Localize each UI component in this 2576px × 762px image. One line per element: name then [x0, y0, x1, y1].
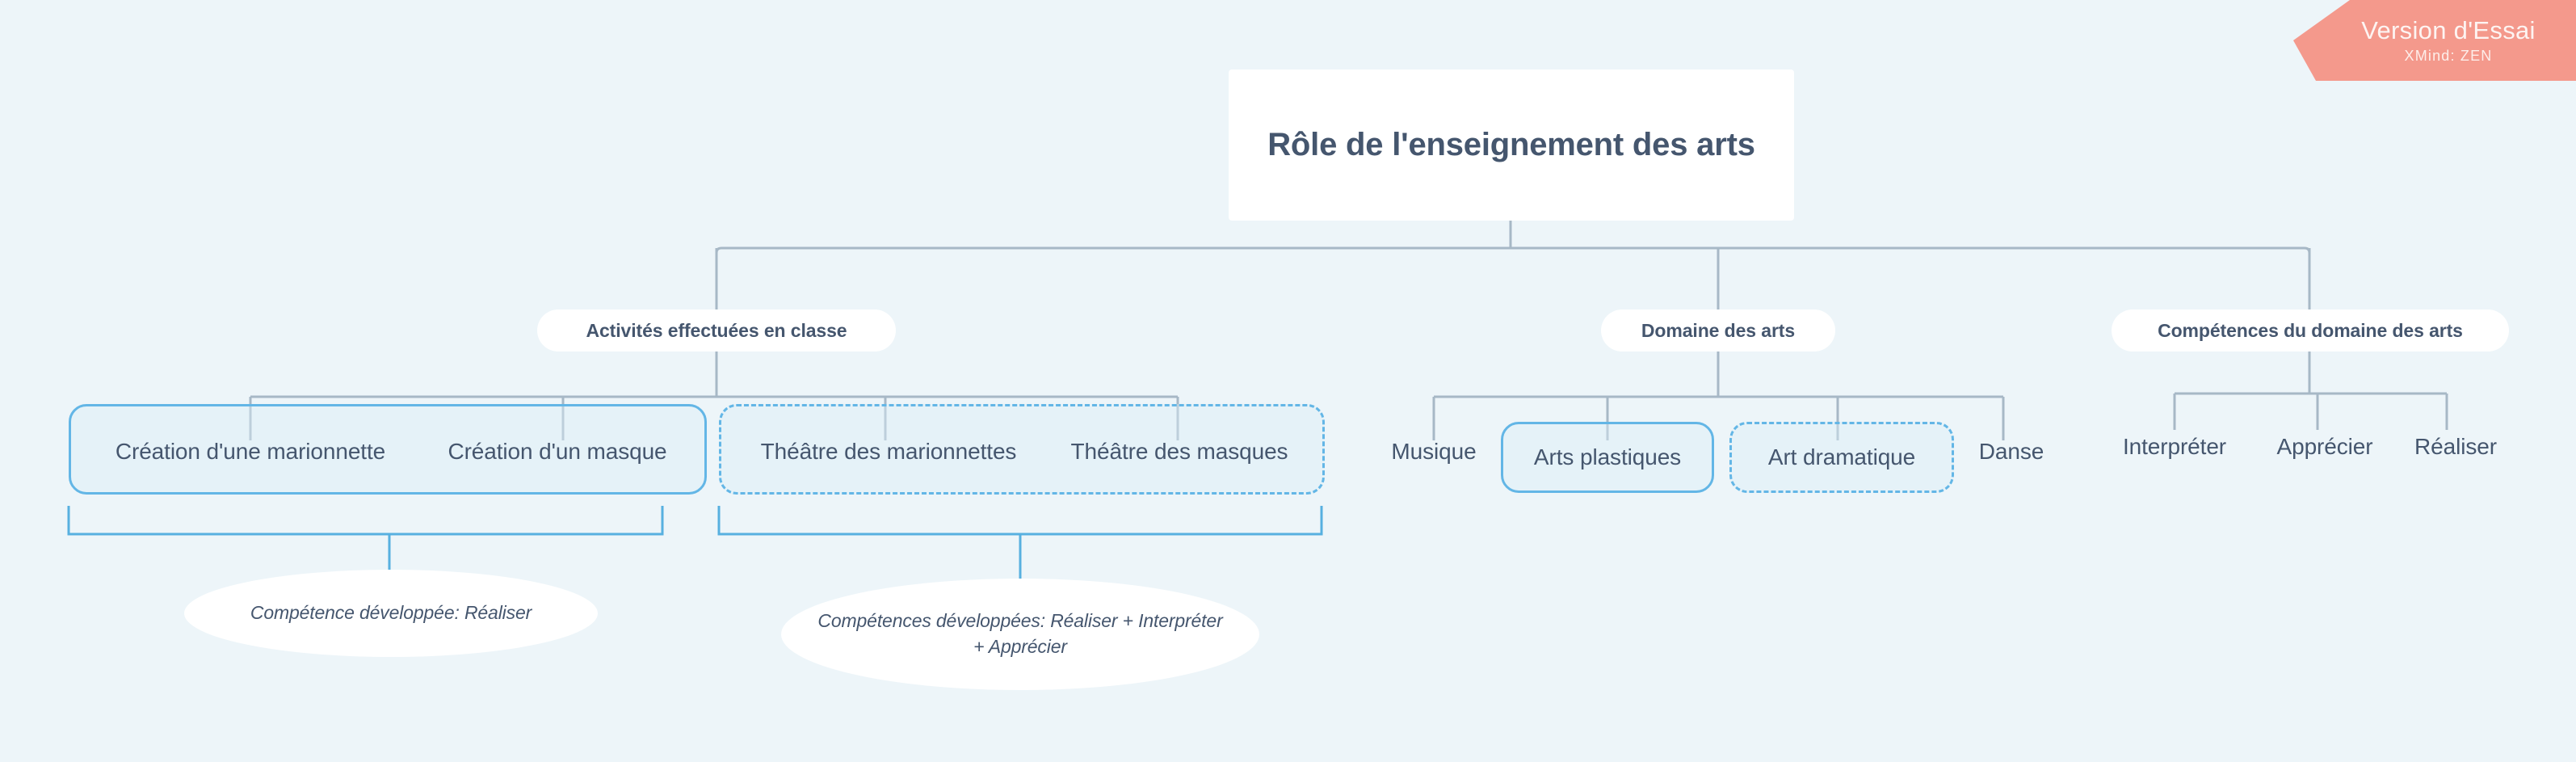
leaf-node-creation-marionnette-label: Création d'une marionnette: [115, 439, 386, 464]
branch-node-competences[interactable]: Compétences du domaine des arts: [2112, 309, 2509, 352]
leaf-node-theatre-marionnettes[interactable]: Théâtre des marionnettes: [735, 434, 1042, 469]
leaf-node-danse[interactable]: Danse: [1958, 434, 2065, 469]
leaf-node-theatre-masques[interactable]: Théâtre des masques: [1050, 434, 1309, 469]
summary-theatre[interactable]: Compétences développées: Réaliser + Inte…: [781, 579, 1259, 690]
leaf-node-theatre-masques-label: Théâtre des masques: [1070, 439, 1288, 464]
trial-banner-product: XMind: ZEN: [2404, 48, 2493, 64]
branch-node-activites[interactable]: Activités effectuées en classe: [537, 309, 896, 352]
leaf-node-interpreter[interactable]: Interpréter: [2094, 429, 2255, 465]
branch-node-competences-label: Compétences du domaine des arts: [2158, 319, 2463, 341]
leaf-node-realiser-label: Réaliser: [2414, 434, 2497, 459]
branch-node-domaine[interactable]: Domaine des arts: [1601, 309, 1835, 352]
leaf-node-musique[interactable]: Musique: [1367, 434, 1501, 469]
leaf-node-apprecier-label: Apprécier: [2276, 434, 2373, 459]
trial-banner-title: Version d'Essai: [2361, 16, 2536, 44]
leaf-node-apprecier[interactable]: Apprécier: [2252, 429, 2397, 465]
boundary-group-art-dramatique[interactable]: [1729, 422, 1954, 493]
summary-creation[interactable]: Compétence développée: Réaliser: [184, 570, 598, 657]
leaf-node-arts-plastiques-label: Arts plastiques: [1533, 444, 1682, 469]
leaf-node-theatre-marionnettes-label: Théâtre des marionnettes: [760, 439, 1017, 464]
branch-node-domaine-label: Domaine des arts: [1641, 319, 1796, 341]
root-node-label: Rôle de l'enseignement des arts: [1267, 126, 1755, 162]
leaf-node-danse-label: Danse: [1978, 439, 2044, 464]
leaf-node-creation-masque[interactable]: Création d'un masque: [420, 434, 695, 469]
leaf-node-interpreter-label: Interpréter: [2122, 434, 2227, 459]
summary-theatre-label: Compétences développées: Réaliser + Inte…: [817, 610, 1223, 657]
summary-creation-label: Compétence développée: Réaliser: [250, 602, 532, 624]
leaf-node-creation-masque-label: Création d'un masque: [448, 439, 667, 464]
root-node[interactable]: Rôle de l'enseignement des arts: [1229, 69, 1794, 221]
boundary-group-creation[interactable]: [69, 404, 707, 495]
leaf-node-musique-label: Musique: [1391, 439, 1477, 464]
boundary-group-theatre[interactable]: [719, 404, 1325, 495]
boundary-group-arts-plastiques[interactable]: [1501, 422, 1714, 493]
leaf-node-arts-plastiques[interactable]: Arts plastiques: [1506, 440, 1709, 475]
trial-banner[interactable]: Version d'Essai XMind: ZEN: [2293, 0, 2576, 81]
leaf-node-art-dramatique-label: Art dramatique: [1767, 444, 1916, 469]
branch-node-activites-label: Activités effectuées en classe: [586, 319, 847, 341]
leaf-node-realiser[interactable]: Réaliser: [2391, 429, 2520, 465]
leaf-node-creation-marionnette[interactable]: Création d'une marionnette: [93, 434, 408, 469]
leaf-node-art-dramatique[interactable]: Art dramatique: [1735, 440, 1948, 475]
